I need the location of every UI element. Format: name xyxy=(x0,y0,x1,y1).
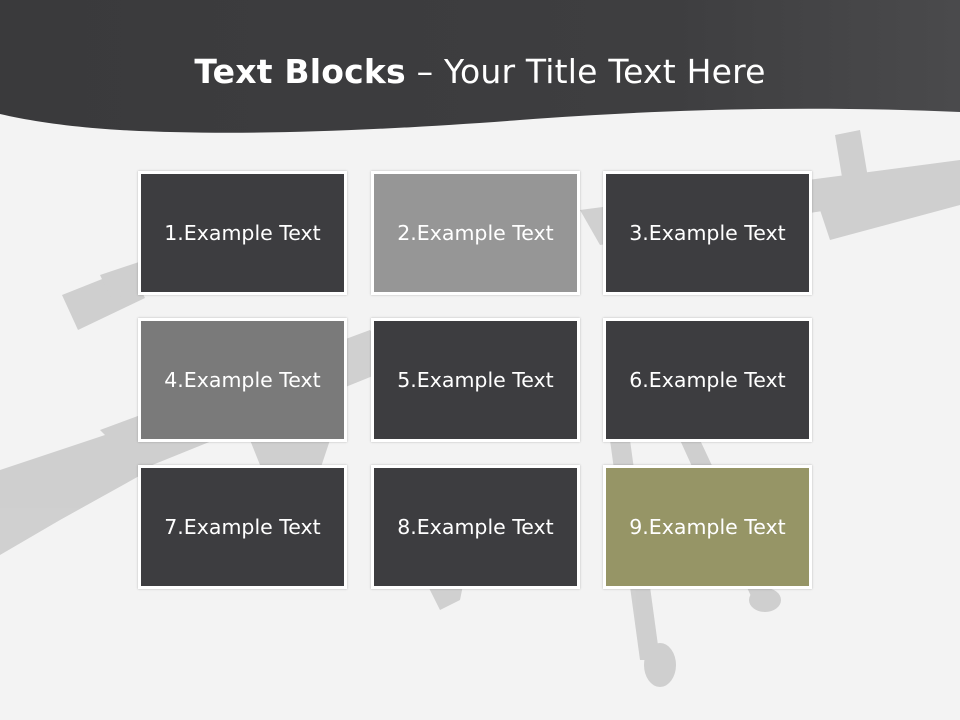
title-bold: Text Blocks xyxy=(194,52,406,91)
text-block-9: 9.Example Text xyxy=(603,465,812,589)
title-rest: Your Title Text Here xyxy=(443,52,766,91)
text-block-grid: 1.Example Text 2.Example Text 3.Example … xyxy=(138,171,815,593)
header-band xyxy=(0,0,960,133)
text-block-6: 6.Example Text xyxy=(603,318,812,442)
text-block-7: 7.Example Text xyxy=(138,465,347,589)
text-block-2: 2.Example Text xyxy=(371,171,580,295)
title-dash: – xyxy=(405,52,444,91)
text-block-8: 8.Example Text xyxy=(371,465,580,589)
text-block-5: 5.Example Text xyxy=(371,318,580,442)
text-block-1: 1.Example Text xyxy=(138,171,347,295)
text-block-3: 3.Example Text xyxy=(603,171,812,295)
page-title: Text Blocks – Your Title Text Here xyxy=(0,52,960,91)
text-block-4: 4.Example Text xyxy=(138,318,347,442)
